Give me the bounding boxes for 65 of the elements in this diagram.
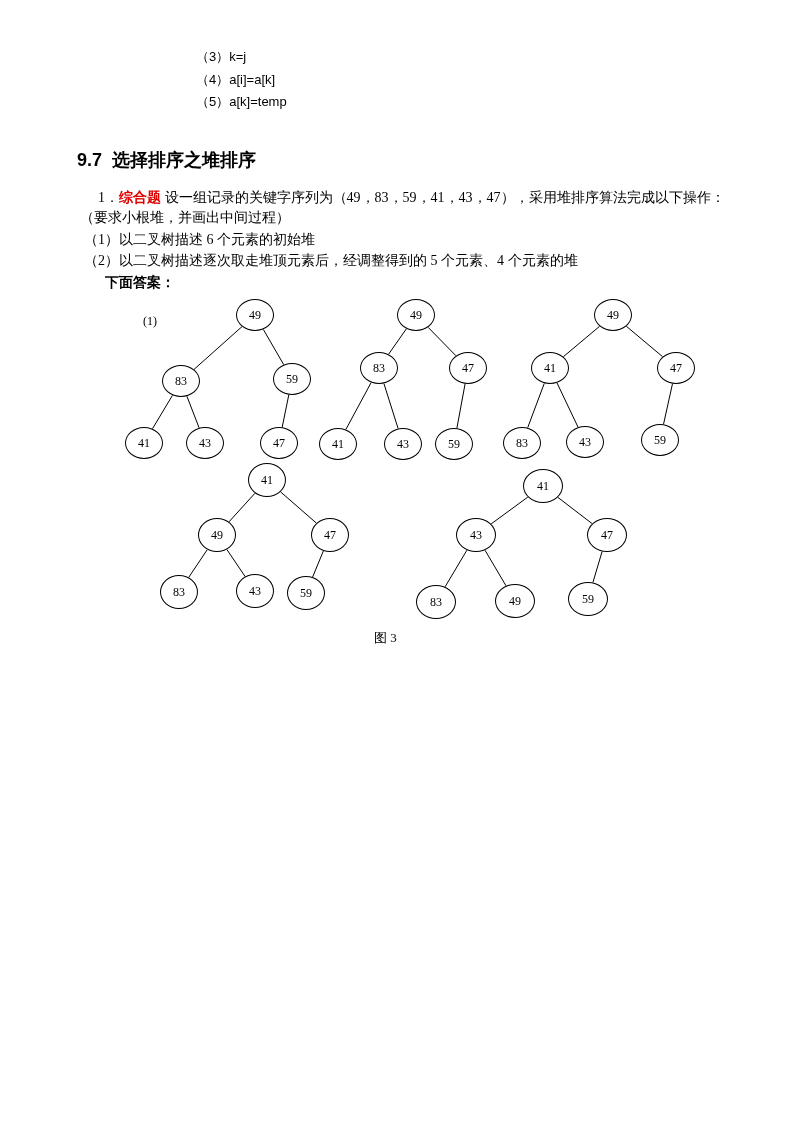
heap-node: 43 xyxy=(566,426,604,458)
heap-node: 49 xyxy=(198,518,236,552)
heap-node: 47 xyxy=(587,518,627,552)
heap-node: 41 xyxy=(319,428,357,460)
heap-node: 83 xyxy=(160,575,198,609)
part-label: (1) xyxy=(143,313,157,330)
tree-edge xyxy=(383,383,399,429)
tree-edge xyxy=(152,394,173,430)
tree-edge xyxy=(484,549,507,587)
code-line: （3）k=j xyxy=(196,48,247,66)
tree-edge xyxy=(625,325,664,358)
tree-edge xyxy=(193,326,243,370)
heap-node: 47 xyxy=(657,352,695,384)
tree-edge xyxy=(281,394,290,428)
heap-node: 47 xyxy=(260,427,298,459)
heap-node: 59 xyxy=(287,576,325,610)
heap-node: 59 xyxy=(435,428,473,460)
tree-edge xyxy=(456,383,466,429)
answer-heading: 下面答案： xyxy=(105,274,175,292)
tree-edge xyxy=(312,550,324,578)
heap-node: 49 xyxy=(397,299,435,331)
heap-node: 59 xyxy=(641,424,679,456)
tree-edge xyxy=(345,382,372,430)
code-line: （4）a[i]=a[k] xyxy=(196,71,276,89)
heap-node: 41 xyxy=(531,352,569,384)
subquestion-text: （2）以二叉树描述逐次取走堆顶元素后，经调整得到的 5 个元素、4 个元素的堆 xyxy=(84,252,578,270)
tree-edge xyxy=(186,395,200,429)
tree-edge xyxy=(226,549,246,577)
tree-edge xyxy=(663,383,673,425)
code-line: （5）a[k]=temp xyxy=(196,93,287,111)
tree-edge xyxy=(557,496,593,525)
tree-edge xyxy=(262,328,285,366)
heap-node: 41 xyxy=(248,463,286,497)
heap-node: 43 xyxy=(456,518,496,552)
heap-node: 49 xyxy=(236,299,274,331)
heap-node: 59 xyxy=(273,363,311,395)
question-text: 1．综合题 设一组记录的关键字序列为（49，83，59，41，43，47），采用堆排序算法完成以下操作：（要求小根堆，并画出中间过程） xyxy=(80,189,726,227)
heap-node: 47 xyxy=(449,352,487,384)
heap-node: 83 xyxy=(503,427,541,459)
tree-edge xyxy=(427,326,457,357)
heap-node: 59 xyxy=(568,582,608,616)
figure-caption: 图 3 xyxy=(374,629,397,647)
tree-edge xyxy=(592,551,603,583)
tree-edge xyxy=(228,492,256,523)
tree-edge xyxy=(527,382,545,429)
heap-node: 83 xyxy=(360,352,398,384)
tree-edge xyxy=(280,491,317,524)
section-heading: 9.7 选择排序之堆排序 xyxy=(77,149,257,172)
tree-edge xyxy=(188,549,208,578)
heap-node: 83 xyxy=(162,365,200,397)
heap-node: 41 xyxy=(125,427,163,459)
heap-node: 43 xyxy=(384,428,422,460)
heap-node: 83 xyxy=(416,585,456,619)
tree-edge xyxy=(444,549,468,588)
subquestion-text: （1）以二叉树描述 6 个元素的初始堆 xyxy=(84,231,315,249)
heap-node: 47 xyxy=(311,518,349,552)
tree-edge xyxy=(562,325,601,358)
heap-node: 43 xyxy=(186,427,224,459)
heap-node: 41 xyxy=(523,469,563,503)
tree-edge xyxy=(490,496,529,525)
heap-node: 43 xyxy=(236,574,274,608)
heap-node: 49 xyxy=(594,299,632,331)
tree-edge xyxy=(556,382,579,428)
heap-node: 49 xyxy=(495,584,535,618)
tree-edge xyxy=(388,328,407,355)
